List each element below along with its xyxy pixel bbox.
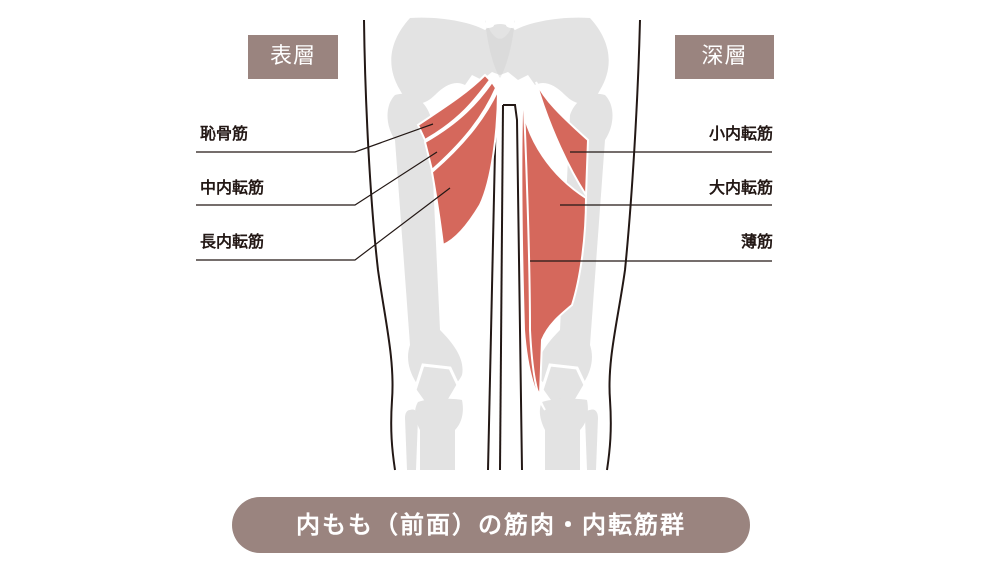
label-adductor-longus: 長内転筋 (200, 232, 265, 251)
diagram-title: 内もも（前面）の筋肉・内転筋群 (232, 497, 750, 553)
superficial-layer-tag: 表層 (248, 35, 338, 79)
pectineus-shape (416, 73, 492, 142)
adductor-brevis-shape (423, 80, 498, 172)
label-adductor-brevis: 中内転筋 (200, 178, 265, 197)
label-gracilis: 薄筋 (740, 232, 773, 251)
deep-layer-tag: 深層 (675, 35, 774, 79)
label-adductor-magnus: 大内転筋 (708, 178, 773, 197)
left-adductor-muscles (416, 73, 499, 247)
gracilis-shape (520, 84, 546, 411)
label-pectineus: 恥骨筋 (200, 124, 249, 143)
leader-lines (196, 123, 772, 262)
right-adductor-muscles (520, 81, 590, 411)
pelvis-bone (391, 17, 609, 104)
adductor-minimus-shape (535, 81, 590, 199)
label-adductor-minimus: 小内転筋 (708, 124, 773, 143)
adductor-longus-shape (430, 89, 499, 247)
left-femur (387, 93, 463, 470)
